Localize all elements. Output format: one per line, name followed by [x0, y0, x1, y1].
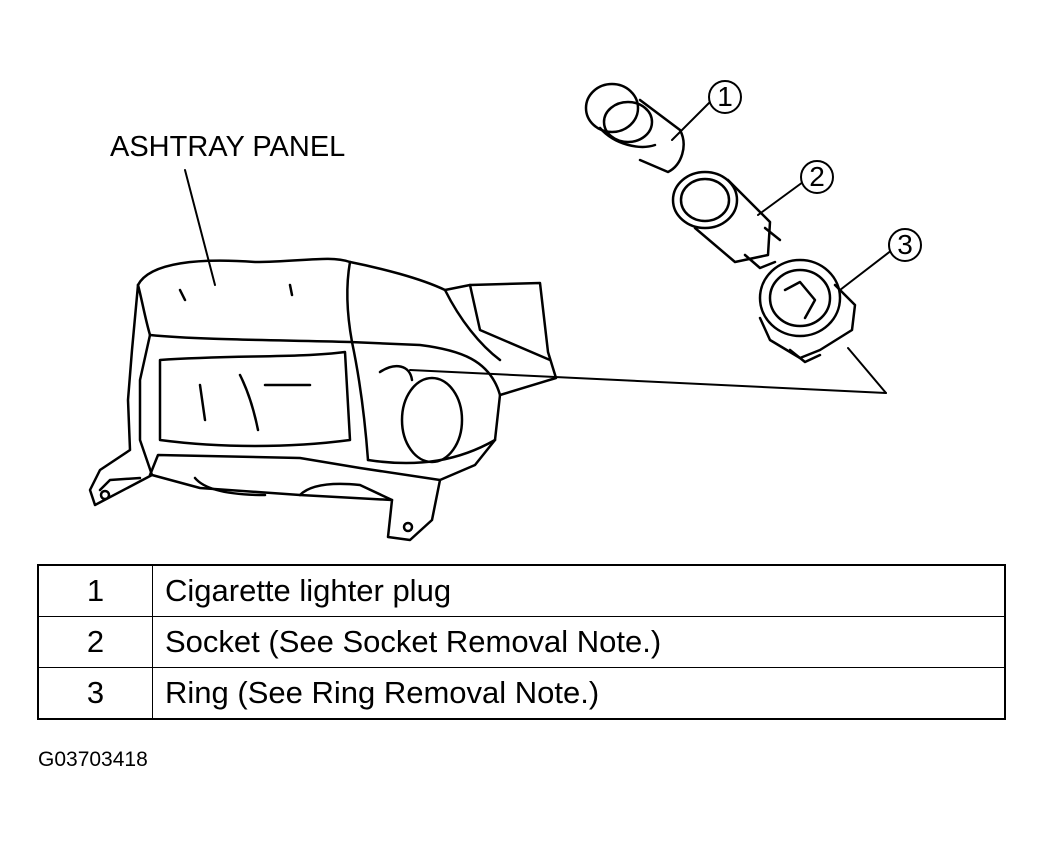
callout-3: 3 — [888, 228, 922, 262]
callout-2: 2 — [800, 160, 834, 194]
legend-description: Ring (See Ring Removal Note.) — [152, 667, 1006, 720]
legend-number: 2 — [37, 616, 153, 668]
ashtray-panel-label: ASHTRAY PANEL — [110, 131, 346, 163]
figure-id: G03703418 — [38, 748, 148, 771]
socket-drawing — [671, 170, 804, 270]
legend-number: 3 — [37, 667, 153, 720]
legend-description: Cigarette lighter plug — [152, 564, 1006, 617]
callout-1: 1 — [708, 80, 742, 114]
cigarette-lighter-plug-drawing — [584, 82, 711, 174]
table-row: 2 Socket (See Socket Removal Note.) — [37, 616, 1006, 668]
table-row: 1 Cigarette lighter plug — [37, 564, 1006, 617]
ring-drawing — [758, 249, 893, 364]
exploded-view-drawing — [88, 82, 893, 542]
ashtray-panel-drawing — [88, 257, 558, 542]
table-row: 3 Ring (See Ring Removal Note.) — [37, 667, 1006, 720]
parts-legend-table: 1 Cigarette lighter plug 2 Socket (See S… — [37, 564, 1006, 720]
legend-number: 1 — [37, 564, 153, 617]
legend-description: Socket (See Socket Removal Note.) — [152, 616, 1006, 668]
